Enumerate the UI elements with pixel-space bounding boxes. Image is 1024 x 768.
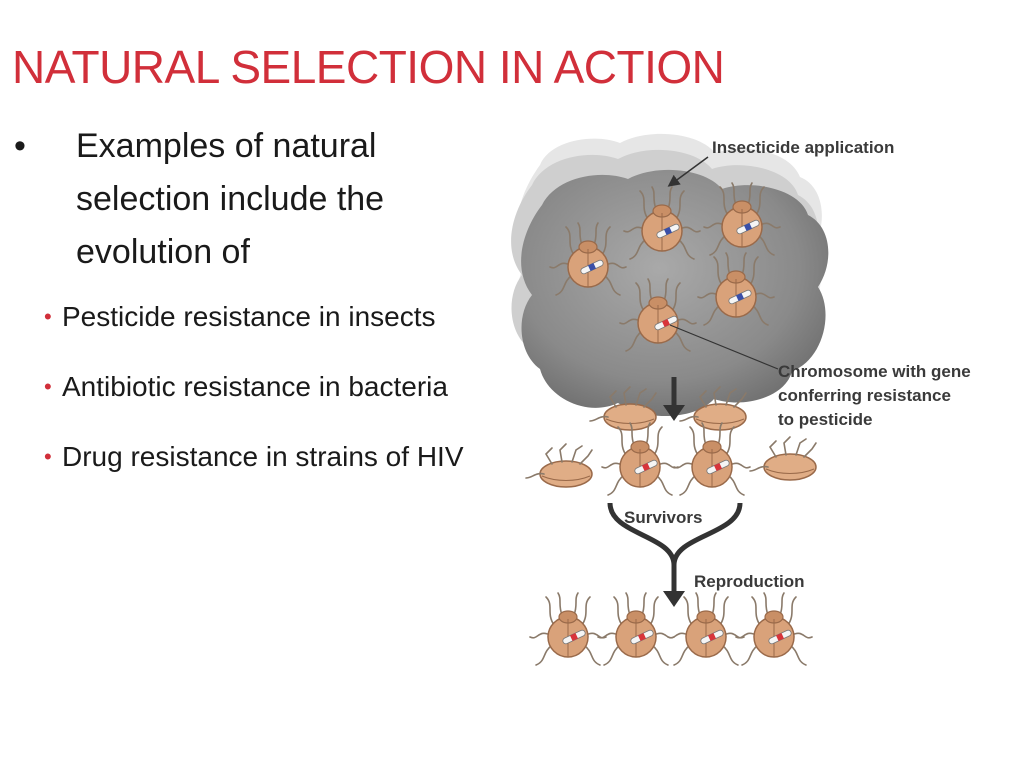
chromosome-label-line1: Chromosome with gene xyxy=(778,362,971,381)
reproduction-label: Reproduction xyxy=(694,572,805,591)
slide-title: NATURAL SELECTION IN ACTION xyxy=(12,41,725,93)
down-arrow-icon xyxy=(607,502,743,607)
sub-bullet-item: • Pesticide resistance in insects xyxy=(44,300,464,334)
down-arrow-icon xyxy=(663,377,685,421)
beetle-icon xyxy=(529,592,813,666)
sub-bullet-text: Pesticide resistance in insects xyxy=(62,301,436,332)
sub-bullet-item: • Drug resistance in strains of HIV xyxy=(44,440,464,474)
beetle-icon xyxy=(601,422,751,496)
main-bullet-text: Examples of natural selection include th… xyxy=(76,127,385,271)
natural-selection-diagram: Insecticide application Chromosome with … xyxy=(500,125,1024,685)
chromosome-label-line3: to pesticide xyxy=(778,410,872,429)
sub-bullet-text: Antibiotic resistance in bacteria xyxy=(62,371,448,402)
chromosome-label-line2: conferring resistance xyxy=(778,386,951,405)
sub-bullet-marker: • xyxy=(44,444,52,469)
survivors-label: Survivors xyxy=(624,508,702,527)
bullet-marker: • xyxy=(14,127,26,165)
sub-bullet-marker: • xyxy=(44,374,52,399)
sub-bullet-list: • Pesticide resistance in insects • Anti… xyxy=(44,300,464,510)
sub-bullet-marker: • xyxy=(44,304,52,329)
sub-bullet-text: Drug resistance in strains of HIV xyxy=(62,441,464,472)
insecticide-label: Insecticide application xyxy=(712,138,894,157)
sub-bullet-item: • Antibiotic resistance in bacteria xyxy=(44,370,464,404)
